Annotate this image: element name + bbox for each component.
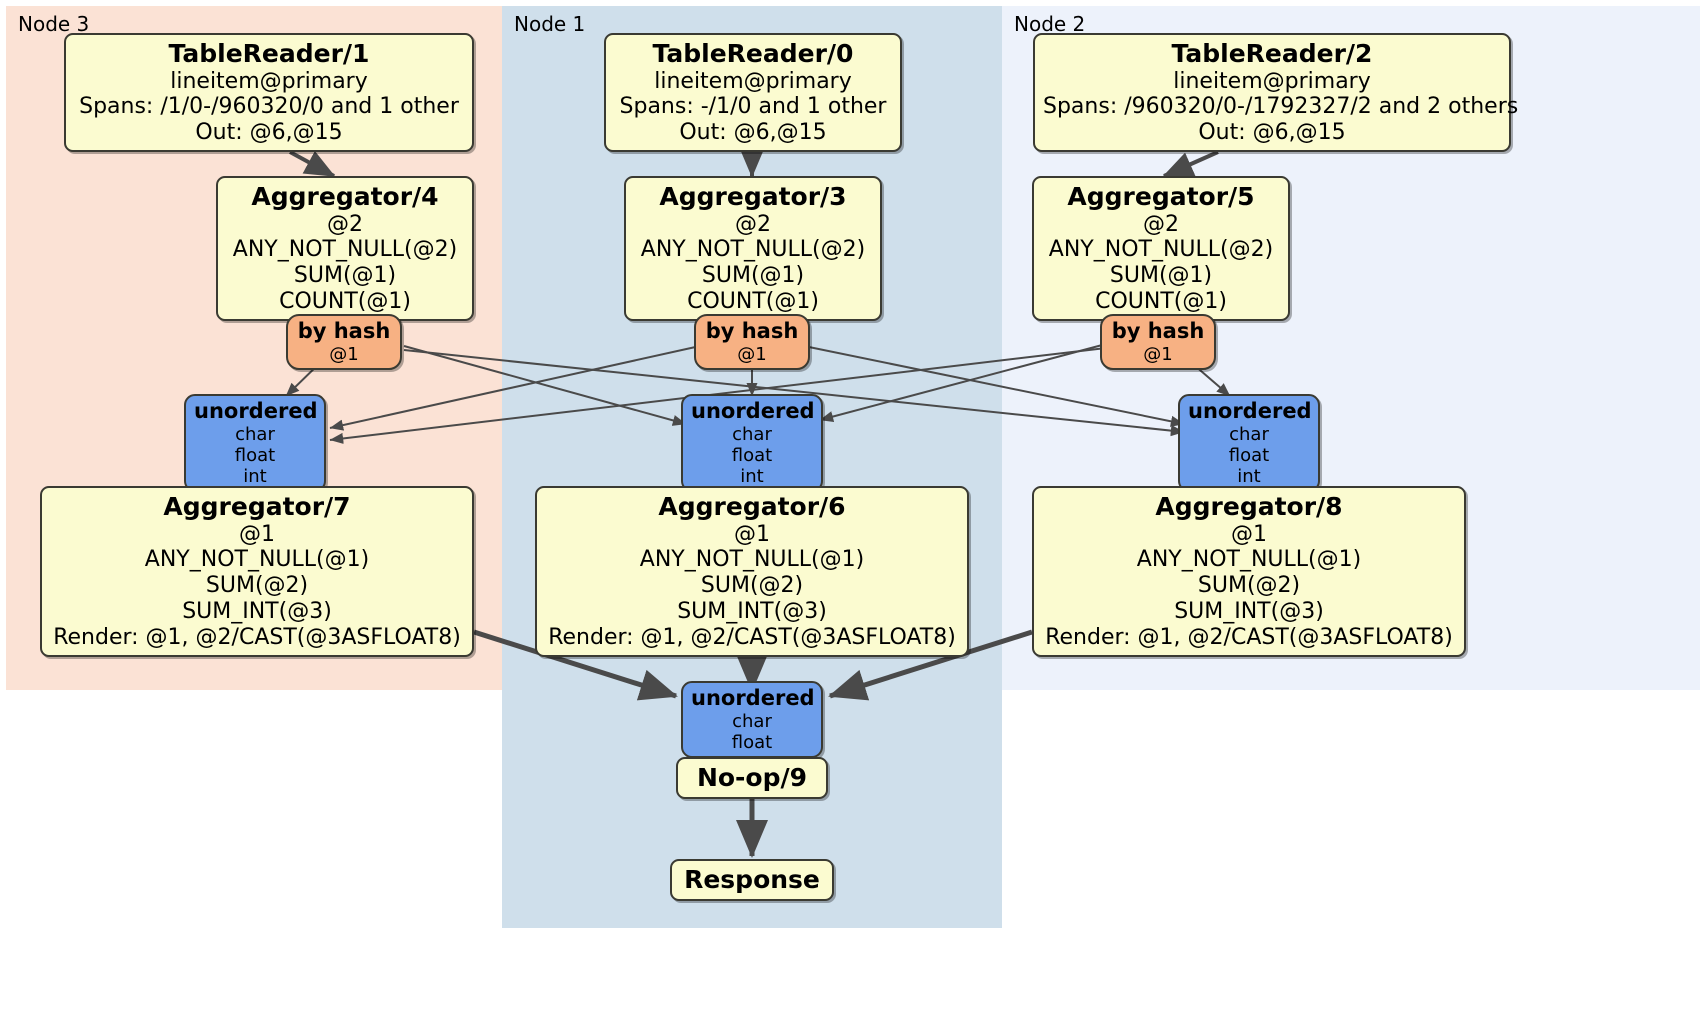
processor-detail: @2 [1143, 211, 1179, 237]
router-by-hash-node-2[interactable]: by hash @1 [1100, 314, 1216, 370]
processor-title: Aggregator/3 [659, 182, 847, 211]
synchronizer-unordered-node-1[interactable]: unordered char float int [681, 394, 823, 493]
processor-noop-9[interactable]: No-op/9 [676, 757, 828, 799]
processor-detail: lineitem@primary [654, 68, 852, 94]
processor-detail: SUM_INT(@3) [1174, 599, 1324, 625]
synchronizer-type: float [731, 732, 773, 753]
panel-node-2-label: Node 2 [1014, 12, 1086, 36]
synchronizer-type: float [731, 445, 773, 466]
processor-detail: SUM(@2) [205, 573, 309, 599]
router-by-hash-node-3[interactable]: by hash @1 [286, 314, 402, 370]
processor-aggregator-5[interactable]: Aggregator/5 @2 ANY_NOT_NULL(@2) SUM(@1)… [1032, 176, 1290, 322]
processor-detail: COUNT(@1) [687, 289, 819, 315]
synchronizer-type: char [235, 423, 275, 445]
processor-tablereader-1[interactable]: TableReader/1 lineitem@primary Spans: /1… [64, 33, 474, 153]
processor-detail: SUM_INT(@3) [182, 599, 332, 625]
processor-title: Aggregator/6 [658, 492, 846, 521]
processor-detail: SUM_INT(@3) [677, 599, 827, 625]
processor-detail: SUM(@1) [701, 263, 805, 289]
synchronizer-unordered-node-3[interactable]: unordered char float int [184, 394, 326, 493]
processor-detail: Render: @1, @2/CAST(@3ASFLOAT8) [53, 625, 461, 651]
synchronizer-type: float [234, 445, 276, 466]
router-detail: @1 [737, 343, 767, 365]
synchronizer-type: int [243, 466, 267, 488]
synchronizer-type: int [1237, 466, 1261, 488]
processor-detail: @2 [327, 211, 363, 237]
processor-detail: @1 [239, 521, 275, 547]
processor-detail: @1 [1231, 521, 1267, 547]
router-by-hash-node-1[interactable]: by hash @1 [694, 314, 810, 370]
processor-detail: COUNT(@1) [279, 289, 411, 315]
processor-aggregator-7[interactable]: Aggregator/7 @1 ANY_NOT_NULL(@1) SUM(@2)… [40, 486, 474, 658]
processor-title: Aggregator/5 [1067, 182, 1255, 211]
processor-detail: Spans: -/1/0 and 1 other [619, 94, 887, 120]
router-title: by hash [297, 319, 391, 343]
processor-detail: @2 [735, 211, 771, 237]
router-title: by hash [1111, 319, 1205, 343]
processor-response[interactable]: Response [670, 859, 834, 901]
synchronizer-type: float [1228, 445, 1270, 466]
synchronizer-unordered-node-2[interactable]: unordered char float int [1178, 394, 1320, 493]
processor-detail: Out: @6,@15 [679, 120, 827, 146]
panel-node-1-label: Node 1 [514, 12, 586, 36]
processor-aggregator-6[interactable]: Aggregator/6 @1 ANY_NOT_NULL(@1) SUM(@2)… [535, 486, 969, 658]
synchronizer-type: char [732, 710, 772, 732]
router-title: by hash [705, 319, 799, 343]
synchronizer-unordered-final[interactable]: unordered char float [681, 681, 823, 759]
processor-detail: Spans: /1/0-/960320/0 and 1 other [79, 94, 459, 120]
processor-title: Response [684, 865, 820, 894]
processor-detail: SUM(@2) [1197, 573, 1301, 599]
processor-detail: lineitem@primary [170, 68, 368, 94]
processor-detail: Out: @6,@15 [1198, 120, 1346, 146]
router-detail: @1 [1143, 343, 1173, 365]
processor-detail: Spans: /960320/0-/1792327/2 and 2 others [1043, 94, 1519, 120]
processor-detail: ANY_NOT_NULL(@1) [639, 547, 865, 573]
processor-aggregator-3[interactable]: Aggregator/3 @2 ANY_NOT_NULL(@2) SUM(@1)… [624, 176, 882, 322]
processor-detail: ANY_NOT_NULL(@2) [232, 237, 458, 263]
synchronizer-title: unordered [194, 399, 318, 423]
panel-node-3-label: Node 3 [18, 12, 90, 36]
synchronizer-type: int [740, 466, 764, 488]
processor-detail: lineitem@primary [1173, 68, 1371, 94]
processor-aggregator-8[interactable]: Aggregator/8 @1 ANY_NOT_NULL(@1) SUM(@2)… [1032, 486, 1466, 658]
synchronizer-type: char [1229, 423, 1269, 445]
processor-title: No-op/9 [696, 763, 808, 792]
router-detail: @1 [329, 343, 359, 365]
processor-title: TableReader/2 [1171, 39, 1373, 68]
processor-detail: SUM(@2) [700, 573, 804, 599]
processor-detail: ANY_NOT_NULL(@1) [144, 547, 370, 573]
synchronizer-type: char [732, 423, 772, 445]
synchronizer-title: unordered [691, 399, 815, 423]
synchronizer-title: unordered [1188, 399, 1312, 423]
processor-detail: @1 [734, 521, 770, 547]
processor-detail: Render: @1, @2/CAST(@3ASFLOAT8) [548, 625, 956, 651]
synchronizer-title: unordered [691, 686, 815, 710]
processor-detail: SUM(@1) [1109, 263, 1213, 289]
processor-tablereader-2[interactable]: TableReader/2 lineitem@primary Spans: /9… [1033, 33, 1519, 153]
processor-title: TableReader/1 [168, 39, 370, 68]
processor-title: Aggregator/8 [1155, 492, 1343, 521]
processor-detail: COUNT(@1) [1095, 289, 1227, 315]
processor-detail: SUM(@1) [293, 263, 397, 289]
processor-detail: ANY_NOT_NULL(@2) [1048, 237, 1274, 263]
processor-detail: Out: @6,@15 [195, 120, 343, 146]
processor-title: TableReader/0 [652, 39, 854, 68]
processor-aggregator-4[interactable]: Aggregator/4 @2 ANY_NOT_NULL(@2) SUM(@1)… [216, 176, 474, 322]
processor-detail: ANY_NOT_NULL(@2) [640, 237, 866, 263]
processor-title: Aggregator/7 [163, 492, 351, 521]
processor-tablereader-0[interactable]: TableReader/0 lineitem@primary Spans: -/… [604, 33, 902, 153]
processor-title: Aggregator/4 [251, 182, 439, 211]
processor-detail: Render: @1, @2/CAST(@3ASFLOAT8) [1045, 625, 1453, 651]
processor-detail: ANY_NOT_NULL(@1) [1136, 547, 1362, 573]
